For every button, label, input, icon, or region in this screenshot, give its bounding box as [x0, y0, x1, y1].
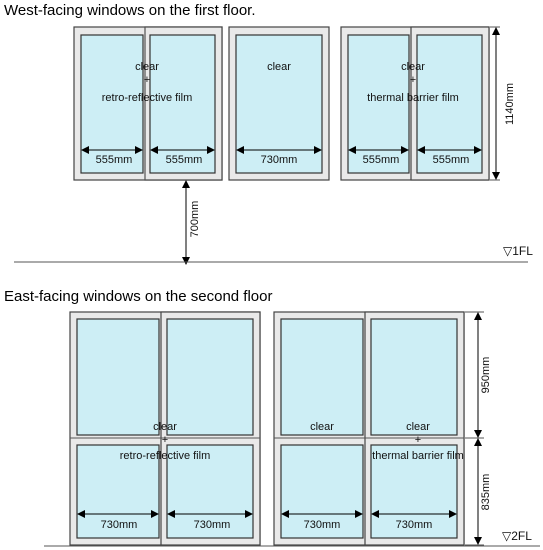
floor1-window-1-label-clear: clear [135, 61, 159, 73]
floor1-window-2-label: clear [267, 61, 291, 73]
floor1-window-3-label-plus: + [410, 74, 416, 86]
floor2-window-1-label-clear: clear [153, 421, 177, 433]
floor1-window-2-dim: 730mm [261, 154, 298, 166]
floor2-window-2-label-film: thermal barrier film [372, 450, 464, 462]
floor2-upper-height-dim: 950mm [480, 357, 492, 394]
floor1-window-1-dim-left: 555mm [96, 154, 133, 166]
floor2-window-2-glass-bottom-right [370, 444, 458, 539]
floor2-window-1: clear + retro-reflective film 730mm 730m… [69, 311, 261, 546]
floor2-window-2-label-plus: + [415, 434, 421, 446]
floor1-title: West-facing windows on the first floor. [4, 2, 256, 19]
floor1-height-dimension: 1140mm [490, 26, 516, 181]
floor2-window-1-glass-top-right [166, 318, 254, 436]
floor1-window-1-label-plus: + [144, 74, 150, 86]
floor1-window-3-label-clear: clear [401, 61, 425, 73]
floor1-sill-dim: 700mm [189, 201, 201, 238]
floor1-level-mark: ▽1FL [503, 244, 533, 258]
floor2-window-1-label-plus: + [162, 434, 168, 446]
floor2-window-2-label-left: clear [310, 421, 334, 433]
floor2-lower-height-dim: 835mm [480, 474, 492, 511]
floor1-window-1-label-film: retro-reflective film [102, 92, 192, 104]
floor1-window-3: clear + thermal barrier film 555mm 555mm [340, 26, 490, 181]
floor2-window-1-glass-top-left [76, 318, 160, 436]
floor2-window-2-glass-top-left [280, 318, 364, 436]
floor2-window-1-dim-left: 730mm [101, 519, 138, 531]
floor2-window-2: clear clear + thermal barrier film 730mm… [273, 311, 465, 546]
floor2-window-1-glass-bottom-left [76, 444, 160, 539]
floor2-height-dimension: 950mm 835mm [465, 311, 492, 546]
floor2-title: East-facing windows on the second floor [4, 288, 272, 305]
floor1-window-3-glass-right [416, 34, 483, 174]
floor2-window-2-label-clear: clear [406, 421, 430, 433]
floor2-window-1-dim-right: 730mm [194, 519, 231, 531]
floor1-window-3-glass-left [347, 34, 410, 174]
floor2-window-2-glass-top-right [370, 318, 458, 436]
floor1-window-1: clear + retro-reflective film 555mm 555m… [73, 26, 223, 181]
floor1-height-dim: 1140mm [504, 83, 516, 125]
floor1-window-2: clear 730mm [228, 26, 330, 181]
floor1-window-3-label-film: thermal barrier film [367, 92, 459, 104]
floor1-window-1-glass-right [149, 34, 216, 174]
floor2-window-2-glass-bottom-left [280, 444, 364, 539]
floor1-window-1-glass-left [80, 34, 144, 174]
floor1-sill-dimension: 700mm [182, 180, 201, 265]
floor2-window-1-label-film: retro-reflective film [120, 450, 210, 462]
floor2-window-2-dim-right: 730mm [396, 519, 433, 531]
floor2-level-mark: ▽2FL [502, 529, 532, 543]
floor1-window-1-dim-right: 555mm [166, 154, 203, 166]
floor1-window-2-glass [235, 34, 323, 174]
floor2-window-1-glass-bottom-right [166, 444, 254, 539]
floor1-window-3-dim-right: 555mm [433, 154, 470, 166]
floor2-window-2-dim-left: 730mm [304, 519, 341, 531]
floor1-window-3-dim-left: 555mm [363, 154, 400, 166]
